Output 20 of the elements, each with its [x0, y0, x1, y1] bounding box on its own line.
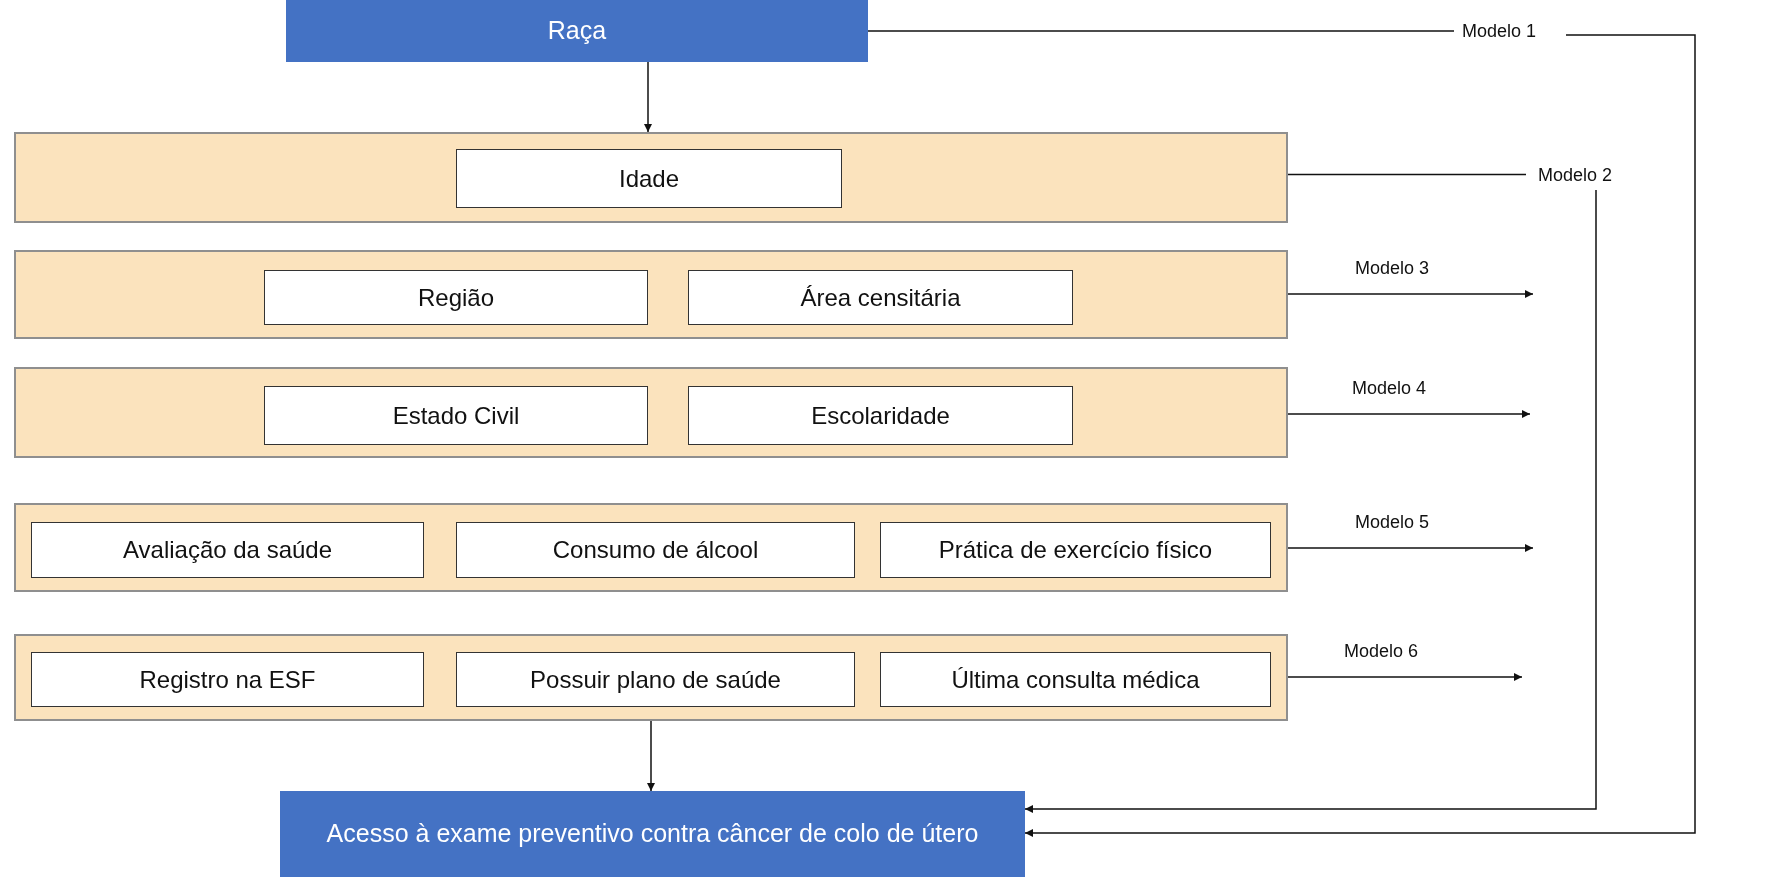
group-band — [14, 634, 1288, 721]
variable-box: Idade — [456, 149, 842, 208]
title-box: Raça — [286, 0, 868, 62]
variable-box: Região — [264, 270, 648, 325]
variable-box: Possuir plano de saúde — [456, 652, 855, 707]
variable-box: Registro na ESF — [31, 652, 424, 707]
variable-box: Estado Civil — [264, 386, 648, 445]
variable-box: Consumo de álcool — [456, 522, 855, 578]
variable-box: Prática de exercício físico — [880, 522, 1271, 578]
model-label: Modelo 2 — [1538, 160, 1640, 190]
variable-box: Avaliação da saúde — [31, 522, 424, 578]
variable-box: Escolaridade — [688, 386, 1073, 445]
group-band — [14, 503, 1288, 592]
model-label: Modelo 1 — [1462, 16, 1566, 46]
title-box: Acesso à exame preventivo contra câncer de colo de útero — [280, 791, 1025, 877]
variable-box: Área censitária — [688, 270, 1073, 325]
group-band — [14, 367, 1288, 458]
variable-box: Última consulta médica — [880, 652, 1271, 707]
group-band — [14, 132, 1288, 223]
group-band — [14, 250, 1288, 339]
